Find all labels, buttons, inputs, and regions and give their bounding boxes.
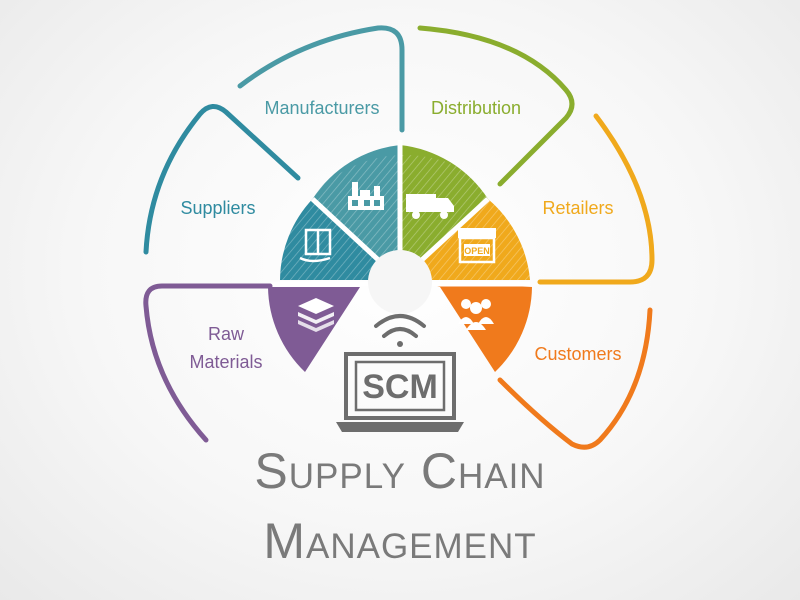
outer-arc-raw-materials xyxy=(143,283,273,443)
wifi-icon xyxy=(374,314,426,347)
label-customers: Customers xyxy=(534,344,621,364)
title-line-1: Supply Chain xyxy=(254,443,546,499)
outer-arc-manufacturers xyxy=(237,25,405,133)
people-group-icon xyxy=(458,299,494,330)
label-manufacturers: Manufacturers xyxy=(264,98,379,118)
label-raw-materials-line1: Raw xyxy=(208,324,245,344)
outer-arc-customers xyxy=(497,307,653,450)
outer-arc-retailers xyxy=(537,113,655,285)
material-stack-icon xyxy=(298,298,334,332)
title-line-2: Management xyxy=(263,513,537,569)
label-raw-materials-line2: Materials xyxy=(189,352,262,372)
center-hub xyxy=(368,250,432,314)
factory-icon xyxy=(348,182,384,210)
inner-wedge-raw-materials xyxy=(268,280,400,372)
open-sign-text: OPEN xyxy=(464,246,490,256)
package-handover-icon xyxy=(299,228,332,263)
outer-arc-suppliers xyxy=(143,104,301,255)
open-shop-icon: OPEN xyxy=(458,228,496,264)
inner-wedge-customers xyxy=(400,280,532,372)
label-suppliers: Suppliers xyxy=(180,198,255,218)
scm-badge: SCM xyxy=(362,368,438,406)
laptop-icon: SCM xyxy=(336,352,464,432)
outer-arc-distribution xyxy=(417,25,575,187)
label-retailers: Retailers xyxy=(542,198,613,218)
label-distribution: Distribution xyxy=(431,98,521,118)
delivery-truck-icon xyxy=(406,194,454,219)
